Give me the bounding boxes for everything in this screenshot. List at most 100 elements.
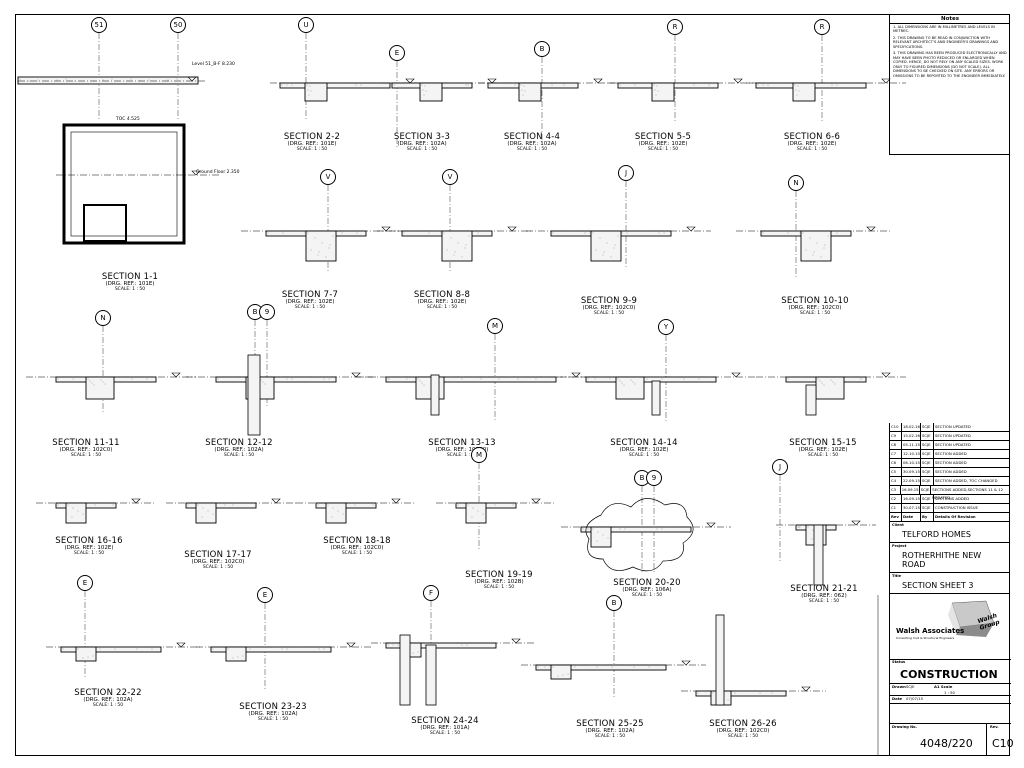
grid-bubble-m: M [487, 318, 503, 334]
section-label-10: SECTION 10-10(DRG. REF.: 102C0)SCALE: 1 … [781, 296, 849, 316]
concrete-section [651, 82, 675, 102]
concrete-hatch [757, 84, 759, 86]
concrete-hatch [323, 378, 325, 380]
concrete-hatch [465, 84, 467, 86]
concrete-hatch [249, 648, 251, 650]
concrete-hatch [836, 232, 838, 234]
concrete-hatch [267, 232, 269, 234]
concrete-hatch [563, 84, 565, 86]
concrete-hatch [654, 89, 656, 91]
grid-bubble-j: J [618, 165, 634, 181]
concrete-hatch [72, 507, 74, 509]
concrete-hatch [567, 673, 569, 675]
concrete-hatch [787, 378, 789, 380]
concrete-hatch [816, 242, 818, 244]
concrete-hatch [562, 674, 564, 676]
concrete-hatch [544, 666, 546, 668]
drawing-info: Drawn SCJE A1 Scale 1 : 50 Date 07/07/15 [890, 683, 1011, 723]
concrete-hatch [453, 254, 455, 256]
concrete-hatch [291, 84, 293, 86]
concrete-section [585, 376, 717, 383]
project-name: ROTHERHITHE NEW ROAD [902, 551, 982, 569]
concrete-hatch [521, 89, 523, 91]
level-marker-icon [881, 372, 891, 378]
concrete-hatch [262, 381, 264, 383]
concrete-hatch [657, 90, 659, 92]
concrete-hatch [264, 383, 266, 385]
section-label-16: SECTION 16-16(DRG. REF.: 102E)SCALE: 1 :… [55, 536, 123, 556]
level-marker-icon [381, 226, 391, 232]
grid-bubble-9: 9 [259, 304, 275, 320]
concrete-hatch [834, 383, 836, 385]
level-marker-icon [681, 660, 691, 666]
concrete-hatch [799, 526, 801, 528]
concrete-hatch [354, 504, 356, 506]
concrete-hatch [827, 235, 829, 237]
concrete-hatch [582, 528, 584, 530]
concrete-hatch [522, 94, 524, 96]
concrete-section [385, 376, 557, 383]
concrete-hatch [167, 79, 169, 81]
concrete-section [304, 82, 328, 102]
concrete-hatch [457, 504, 459, 506]
concrete-hatch [291, 378, 293, 380]
concrete-hatch [809, 237, 811, 239]
concrete-hatch [309, 85, 311, 87]
concrete-hatch [397, 644, 399, 646]
concrete-hatch [632, 381, 634, 383]
concrete-hatch [99, 648, 101, 650]
concrete-hatch [328, 378, 330, 380]
concrete-hatch [861, 378, 863, 380]
concrete-hatch [524, 90, 526, 92]
column [247, 354, 261, 436]
concrete-hatch [461, 378, 463, 380]
company-subtitle: Consulting Civil & Structural Engineers [896, 636, 955, 640]
concrete-hatch [104, 383, 106, 385]
concrete-hatch [314, 237, 316, 239]
level-marker-icon [487, 78, 497, 84]
concrete-hatch [457, 242, 459, 244]
concrete-section [75, 646, 97, 662]
concrete-hatch [596, 666, 598, 668]
concrete-hatch [71, 516, 73, 518]
concrete-hatch [813, 251, 815, 253]
concrete-hatch [94, 504, 96, 506]
section-label-17: SECTION 17-17(DRG. REF.: 102C0)SCALE: 1 … [184, 550, 252, 570]
toc-label: TOC 4.525 [116, 117, 140, 122]
section-label-5: SECTION 5-5(DRG. REF.: 102E)SCALE: 1 : 5… [634, 132, 692, 152]
concrete-hatch [207, 510, 209, 512]
concrete-hatch [464, 247, 466, 249]
concrete-hatch [617, 235, 619, 237]
concrete-hatch [787, 232, 789, 234]
concrete-hatch [318, 648, 320, 650]
concrete-hatch [624, 528, 626, 530]
concrete-section [60, 646, 162, 653]
concrete-hatch [454, 251, 456, 253]
concrete-hatch [304, 232, 306, 234]
concrete-hatch [317, 504, 319, 506]
concrete-hatch [202, 507, 204, 509]
status-block: Status CONSTRUCTION [890, 659, 1011, 684]
concrete-hatch [646, 378, 648, 380]
concrete-section [590, 230, 622, 262]
concrete-hatch [552, 232, 554, 234]
concrete-hatch [683, 378, 685, 380]
concrete-hatch [72, 378, 74, 380]
concrete-section [279, 82, 391, 89]
concrete-hatch [197, 504, 199, 506]
concrete-section [441, 230, 473, 262]
concrete-hatch [798, 526, 800, 528]
concrete-hatch [693, 84, 695, 86]
concrete-hatch [805, 249, 807, 251]
concrete-hatch [403, 232, 405, 234]
concrete-hatch [332, 235, 334, 237]
grid-bubble-b: B [606, 595, 622, 611]
concrete-hatch [831, 84, 833, 86]
level-marker-icon [881, 78, 891, 84]
concrete-hatch [393, 84, 395, 86]
concrete-hatch [589, 232, 591, 234]
concrete-hatch [77, 648, 79, 650]
concrete-hatch [592, 232, 594, 234]
concrete-hatch [387, 378, 389, 380]
